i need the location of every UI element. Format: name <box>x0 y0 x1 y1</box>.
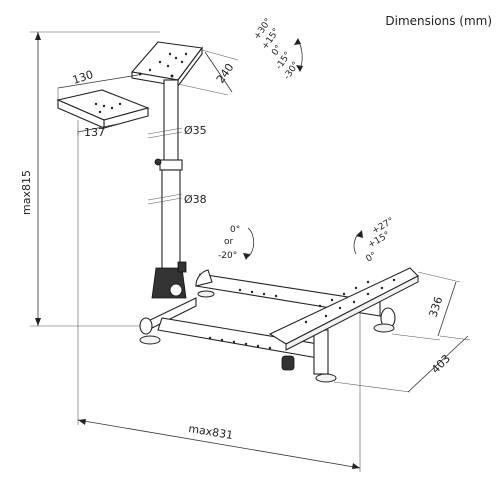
mast-tilt-arrow-icon <box>245 227 255 259</box>
plate-depth-label: 240 <box>214 61 237 86</box>
length-dimension: max831 <box>77 130 361 472</box>
mast-tilt-1: or <box>224 237 234 247</box>
pedal-plate-depth-label: 403 <box>429 352 453 376</box>
lower-tube-label: Ø38 <box>184 193 207 206</box>
mast <box>151 79 187 299</box>
wheel-plate-top: 240 <box>130 41 239 96</box>
mast-tilt-angles: 0° or -20° <box>218 225 255 261</box>
upper-tube-label: Ø35 <box>184 124 207 137</box>
plate-width-lower-label: 137 <box>84 126 105 139</box>
diagram-title: Dimensions (mm) <box>385 14 492 28</box>
plate-width-small-label: 130 <box>71 68 95 87</box>
pedal-plate-dimensions: 336 403 <box>333 271 471 393</box>
height-dimension: max815 <box>20 31 160 327</box>
pedal-tilt-2: 0° <box>365 251 379 265</box>
tube-dimensions: Ø35 Ø38 <box>147 124 207 206</box>
wheel-tilt-angles: +30° +15° 0° -15° -30° <box>252 17 303 82</box>
height-label: max815 <box>20 170 33 215</box>
length-label: max831 <box>188 422 234 442</box>
wheel-tilt-2: 0° <box>270 44 284 58</box>
wheel-plate-lower: 130 137 <box>56 68 150 139</box>
pedal-plate <box>268 267 419 351</box>
pedal-tilt-angles: +27° +15° 0° <box>353 216 396 265</box>
mast-tilt-2: -20° <box>218 251 237 261</box>
mast-tilt-0: 0° <box>230 225 240 235</box>
pedal-plate-width-label: 336 <box>426 295 445 319</box>
